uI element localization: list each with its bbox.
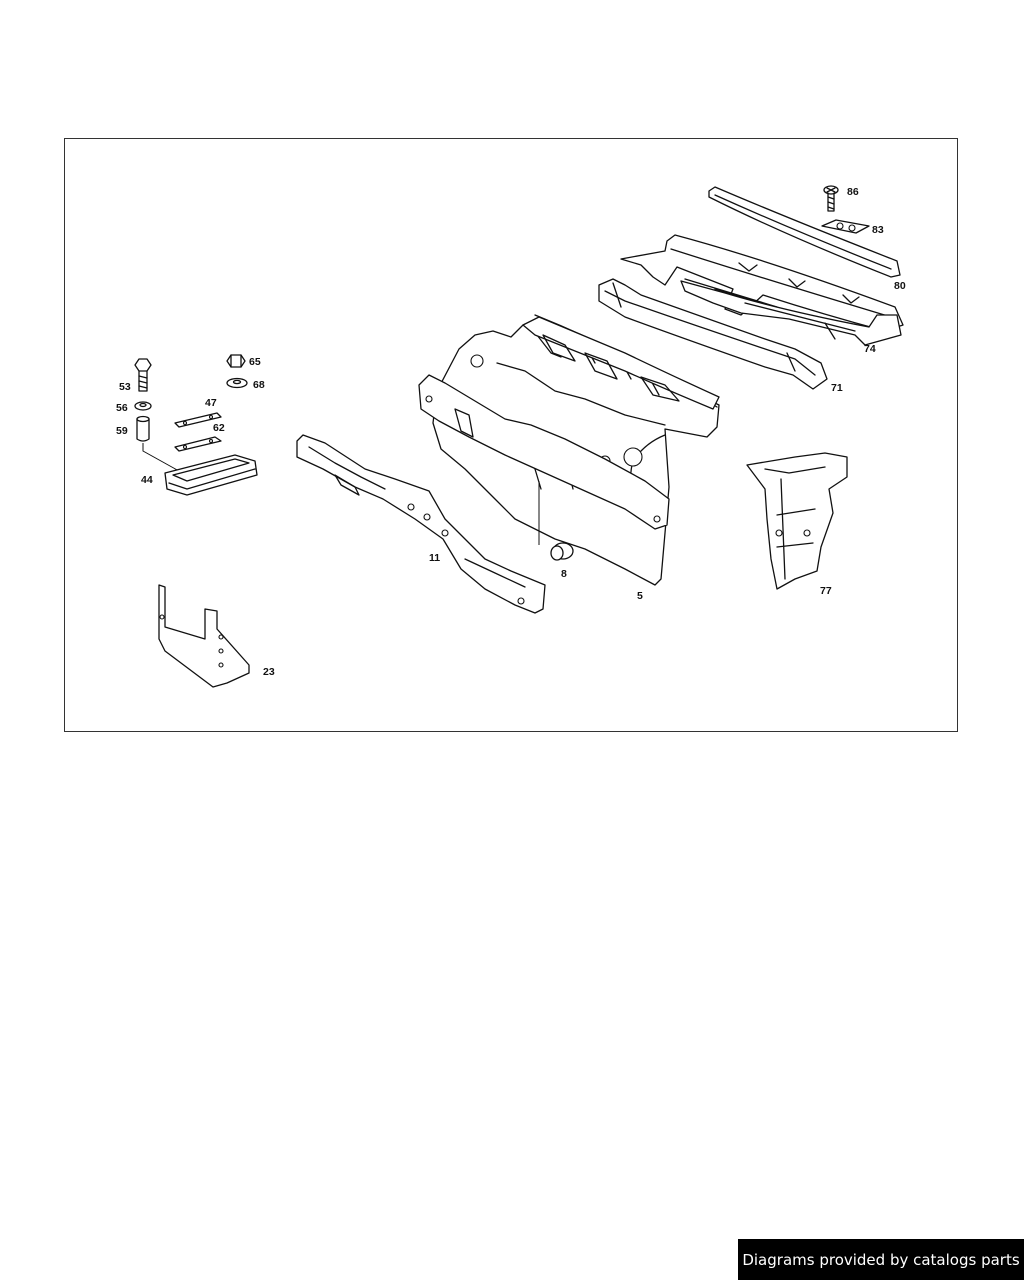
callout-68: 68 <box>253 379 265 391</box>
credit-banner: Diagrams provided by catalogs parts <box>738 1239 1024 1280</box>
callout-23: 23 <box>263 666 275 678</box>
callout-59: 59 <box>116 425 128 437</box>
callout-77: 77 <box>820 585 832 597</box>
callout-71: 71 <box>831 382 843 394</box>
exploded-parts-diagram: 86 83 80 74 71 <box>116 185 906 688</box>
callout-8: 8 <box>561 568 567 580</box>
callout-74: 74 <box>864 343 876 355</box>
callout-11: 11 <box>429 552 440 564</box>
part-53-bolt <box>134 358 152 392</box>
part-11-side-frame-rail <box>296 434 546 614</box>
callout-5: 5 <box>637 590 643 602</box>
callout-86: 86 <box>847 186 859 198</box>
part-5-firewall-assembly <box>418 314 720 586</box>
part-74-cowl-cross-member <box>680 280 902 346</box>
callout-83: 83 <box>872 224 884 236</box>
part-44-tray <box>164 454 258 496</box>
part-80-cowl-upper-panel <box>620 186 904 332</box>
callout-80: 80 <box>894 280 906 292</box>
part-77-side-panel-bracket <box>746 452 848 590</box>
part-86-screw <box>823 185 839 212</box>
part-83-clip-plate <box>821 219 870 234</box>
part-8-grommet <box>538 481 574 561</box>
callout-62: 62 <box>213 422 225 434</box>
part-65-nut <box>226 354 246 368</box>
part-56-washer <box>134 401 152 411</box>
part-68-washer <box>226 377 248 389</box>
part-47-strip <box>174 412 222 428</box>
part-62-strip <box>174 436 222 452</box>
parts-diagram-frame: 86 83 80 74 71 <box>64 138 958 732</box>
callout-44: 44 <box>141 474 153 486</box>
part-23-bracket <box>158 584 250 688</box>
callout-53: 53 <box>119 381 131 393</box>
part-59-sleeve <box>136 415 180 472</box>
part-71-lower-cowl-rail <box>598 278 828 390</box>
callout-47: 47 <box>205 397 217 409</box>
callout-56: 56 <box>116 402 128 414</box>
callout-65: 65 <box>249 356 261 368</box>
